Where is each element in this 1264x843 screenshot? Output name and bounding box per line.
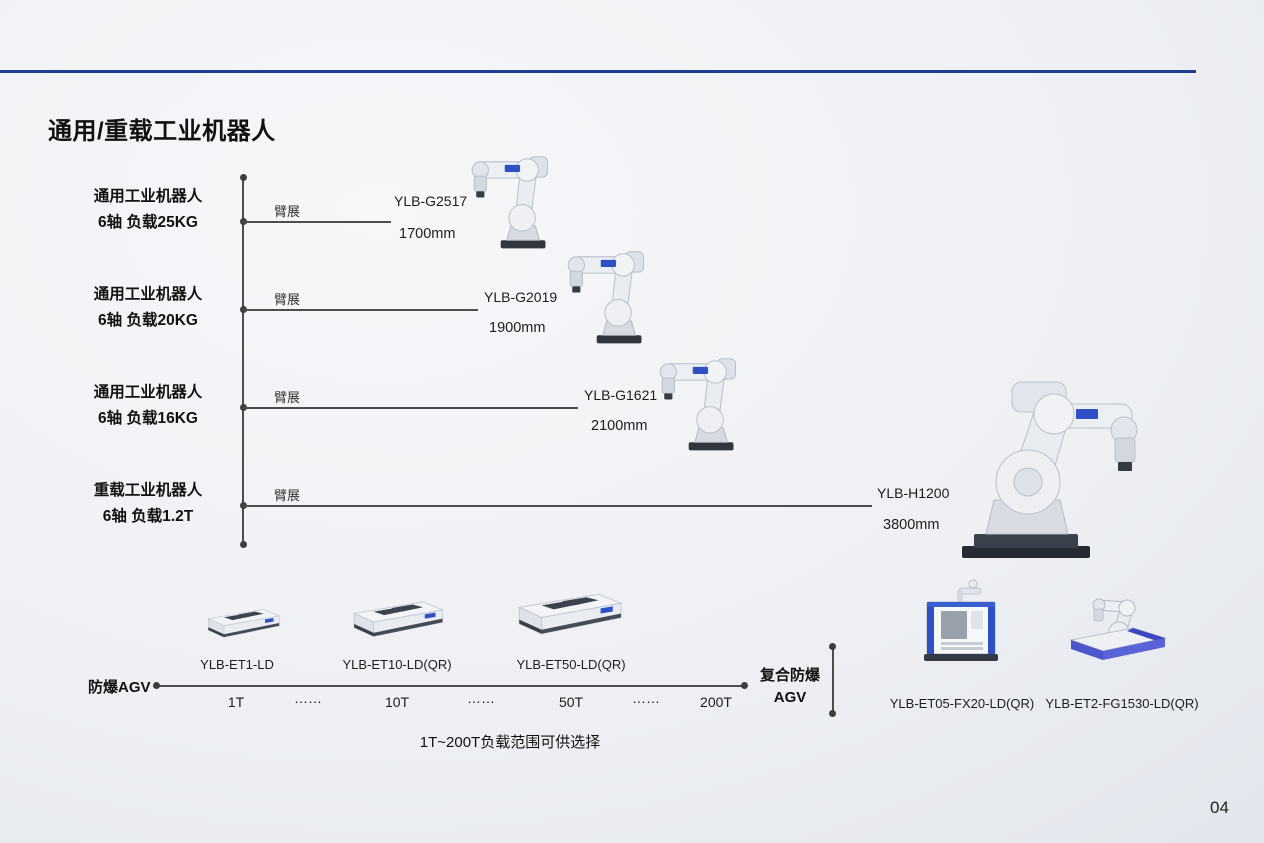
agv-tick: …… [294,690,322,706]
composite-model: YLB-ET2-FG1530-LD(QR) [1045,696,1199,711]
axis-dot [240,541,247,548]
reach-label: 臂展 [274,204,301,219]
robot-model: YLB-G2517 [394,193,468,209]
robot-category-4: 重载工业机器人 6轴 负载1.2T [58,478,238,530]
agv-section-label: 防爆AGV [88,679,151,696]
robot-category-name: 通用工业机器人 [93,188,203,205]
robot-category-name: 重载工业机器人 [93,482,203,499]
reach-line-4 [243,505,872,507]
agv-tick: 1T [227,694,245,710]
composite-bracket-line [832,646,834,714]
robot-spec: 6轴 负载20KG [98,312,198,329]
agv-tick: 200T [700,694,732,710]
axis-dot [829,643,836,650]
reach-line-3 [243,407,578,409]
robot-arm-illustration-2 [558,241,670,349]
robot-category-2: 通用工业机器人 6轴 负载20KG [58,282,238,334]
page-title: 通用/重载工业机器人 [48,118,276,145]
agv-tick: 50T [558,694,584,710]
robot-reach: 1900mm [489,320,546,336]
top-divider-line [0,70,1196,73]
agv-tick: …… [467,690,495,706]
robot-arm-illustration-3 [650,348,762,456]
agv-tick: 10T [384,694,410,710]
robot-model: YLB-G2019 [484,289,558,305]
robot-model: YLB-H1200 [877,485,950,501]
composite-model: YLB-ET05-FX20-LD(QR) [889,696,1035,711]
reach-line-2 [243,309,478,311]
robot-category-1: 通用工业机器人 6轴 负载25KG [58,184,238,236]
composite-agv-label-line1: 复合防爆 [759,667,820,684]
reach-label: 臂展 [274,292,301,307]
agv-model: YLB-ET50-LD(QR) [516,657,626,672]
agv-range-caption: 1T~200T负载范围可供选择 [419,734,601,751]
agv-tick: …… [632,690,660,706]
robot-arm-illustration-1 [462,146,574,254]
heavy-robot-illustration [948,378,1148,563]
robot-reach: 2100mm [591,418,648,434]
robot-spec: 6轴 负载25KG [98,214,198,231]
robot-axis-vertical-line [242,177,244,544]
agv-model: YLB-ET10-LD(QR) [342,657,452,672]
axis-dot [153,682,160,689]
axis-dot [829,710,836,717]
robot-reach: 1700mm [399,226,456,242]
agv-illustration-medium [340,594,446,646]
robot-category-name: 通用工业机器人 [93,384,203,401]
axis-dot [741,682,748,689]
robot-spec: 6轴 负载16KG [98,410,198,427]
composite-box-machine-illustration [915,578,1007,664]
composite-agv-arm-illustration [1063,588,1171,666]
agv-model: YLB-ET1-LD [200,657,274,672]
robot-spec: 6轴 负载1.2T [102,508,194,525]
robot-category-3: 通用工业机器人 6轴 负载16KG [58,380,238,432]
agv-illustration-large [503,586,625,644]
robot-category-name: 通用工业机器人 [93,286,203,303]
composite-agv-label-line2: AGV [773,689,807,706]
axis-dot [240,174,247,181]
reach-label: 臂展 [274,488,301,503]
reach-label: 臂展 [274,390,301,405]
reach-line-1 [243,221,391,223]
robot-reach: 3800mm [883,517,940,533]
agv-illustration-small [197,602,282,646]
page-number: 04 [1210,798,1229,817]
robot-model: YLB-G1621 [584,387,658,403]
agv-axis-line [156,685,746,687]
composite-agv-label: 复合防爆 AGV [744,665,836,709]
